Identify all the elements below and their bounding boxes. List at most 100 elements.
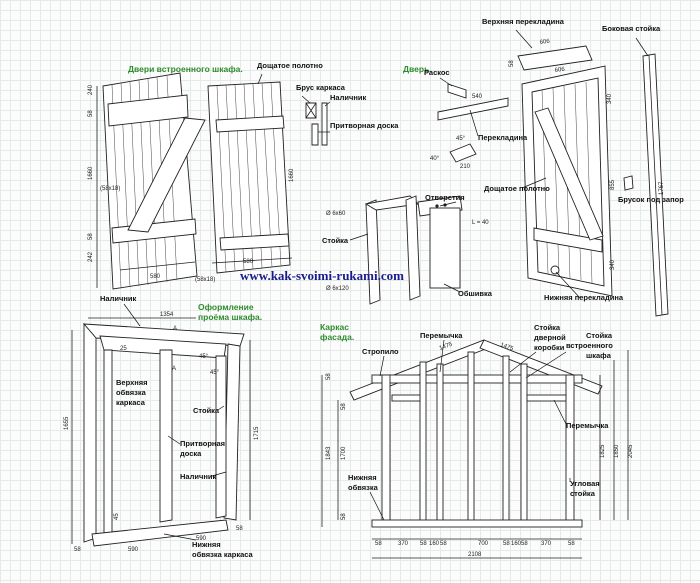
door-frame-post	[502, 355, 510, 524]
svg-text:Ø 6x60: Ø 6x60	[326, 211, 346, 217]
corner-post-label-2: стойка	[570, 489, 596, 498]
svg-text:Верхняя перекладина: Верхняя перекладина	[482, 17, 565, 26]
svg-text:Перемычка: Перемычка	[566, 421, 609, 430]
svg-text:1660: 1660	[88, 166, 94, 180]
svg-text:Дощатое полотно: Дощатое полотно	[257, 61, 323, 70]
door-group: Дверь. 606 58 606	[322, 17, 684, 317]
right-door-bottom-rail	[219, 233, 290, 251]
middle-post	[159, 349, 173, 523]
latch-block	[623, 175, 634, 191]
svg-text:1655: 1655	[64, 416, 70, 430]
facade-frame-group: Каркас фасада. 1475 1475 58 1843 1700 58	[320, 322, 634, 559]
website-watermark: www.kak-svoimi-rukami.com	[240, 268, 404, 283]
door-bottom-crossbar	[533, 227, 603, 253]
opening-title-line1: Оформление	[198, 302, 254, 312]
svg-text:210: 210	[460, 164, 471, 170]
svg-text:1715: 1715	[254, 426, 260, 440]
wardrobe-post-label-2: встроенного	[566, 341, 613, 350]
casing-profile	[321, 102, 328, 146]
svg-text:Раскос: Раскос	[424, 68, 450, 77]
svg-text:58: 58	[88, 110, 94, 117]
svg-text:L = 40: L = 40	[472, 220, 489, 226]
svg-text:242: 242	[88, 251, 94, 262]
bottom-plate-label-2: обвязка	[348, 483, 379, 492]
frame-title-line1: Каркас	[320, 322, 349, 332]
svg-text:Боковая стойка: Боковая стойка	[602, 24, 661, 33]
svg-text:160: 160	[429, 541, 440, 547]
post-3	[436, 363, 444, 524]
svg-text:606: 606	[554, 67, 565, 74]
astragal-profile	[311, 123, 319, 146]
svg-text:1475: 1475	[439, 341, 454, 351]
svg-text:58: 58	[568, 541, 575, 547]
svg-text:58: 58	[74, 547, 81, 553]
post-4	[467, 351, 475, 524]
svg-text:45°: 45°	[456, 136, 466, 142]
doors-section-title: Двери встроенного шкафа.	[128, 64, 243, 74]
door-post-label-1: Стойка	[534, 323, 561, 332]
casing-left	[83, 322, 97, 543]
right-inner-post	[215, 355, 227, 519]
right-door-top-rail	[215, 115, 285, 133]
wall-cladding	[429, 207, 461, 289]
svg-text:25: 25	[120, 346, 127, 352]
svg-text:Брус каркаса: Брус каркаса	[296, 83, 346, 92]
svg-text:580: 580	[150, 274, 161, 280]
svg-text:606: 606	[539, 39, 550, 46]
wardrobe-post-label-1: Стойка	[586, 331, 613, 340]
top-tie-beam	[371, 374, 583, 384]
door-post-label-2: дверной	[534, 333, 566, 342]
upper-binding-label-3: каркаса	[116, 398, 146, 407]
svg-text:1767: 1767	[659, 181, 665, 195]
svg-text:58: 58	[509, 60, 515, 67]
svg-text:A: A	[173, 326, 177, 332]
svg-text:1825: 1825	[600, 444, 606, 458]
left-inner-post	[103, 349, 113, 539]
bottom-plate	[371, 519, 583, 528]
svg-text:58: 58	[521, 541, 528, 547]
svg-text:700: 700	[478, 541, 489, 547]
svg-text:58: 58	[236, 526, 243, 532]
wardrobe-doors-group: Двери встроенного шкафа.	[88, 61, 399, 290]
svg-text:1700: 1700	[341, 446, 347, 460]
svg-text:40°: 40°	[430, 156, 440, 162]
svg-text:1843: 1843	[326, 446, 332, 460]
corner-post-left	[381, 374, 391, 524]
astragal-label-1: Притворная	[180, 439, 225, 448]
frame-title-line2: фасада.	[320, 332, 354, 342]
svg-text:Отверстия: Отверстия	[425, 193, 465, 202]
svg-text:Стойка: Стойка	[193, 406, 220, 415]
svg-text:(58x18): (58x18)	[100, 186, 120, 192]
svg-text:58: 58	[341, 513, 347, 520]
svg-text:A: A	[172, 366, 176, 372]
svg-text:45°: 45°	[210, 370, 220, 376]
svg-text:580: 580	[243, 259, 254, 265]
left-door-bottom-rail	[111, 218, 197, 244]
upper-binding-label-2: обвязка	[116, 388, 147, 397]
svg-text:58: 58	[420, 541, 427, 547]
svg-text:1850: 1850	[614, 444, 620, 458]
svg-text:Брусок под запор: Брусок под запор	[618, 195, 684, 204]
svg-text:370: 370	[398, 541, 409, 547]
svg-text:58: 58	[88, 233, 94, 240]
svg-text:Наличник: Наличник	[330, 93, 366, 102]
svg-text:1660: 1660	[289, 168, 295, 182]
svg-text:2045: 2045	[628, 444, 634, 458]
svg-text:45: 45	[114, 513, 120, 520]
door-section-title: Дверь.	[403, 64, 432, 74]
svg-text:Дощатое полотно: Дощатое полотно	[484, 184, 550, 193]
svg-text:45°: 45°	[199, 354, 209, 360]
crossbar-piece	[437, 97, 509, 121]
left-door-brace	[127, 117, 206, 233]
svg-text:58: 58	[503, 541, 510, 547]
wardrobe-post	[520, 363, 528, 524]
jamb-left-post	[365, 199, 381, 305]
door-diagonal-brace	[534, 107, 604, 241]
svg-text:590: 590	[128, 547, 139, 553]
svg-text:540: 540	[472, 94, 483, 100]
svg-text:Перемычка: Перемычка	[420, 331, 463, 340]
opening-group: Оформление проёма шкафа. 1354 A A 45° 45…	[64, 294, 262, 559]
svg-text:370: 370	[541, 541, 552, 547]
svg-text:Наличник: Наличник	[180, 472, 216, 481]
